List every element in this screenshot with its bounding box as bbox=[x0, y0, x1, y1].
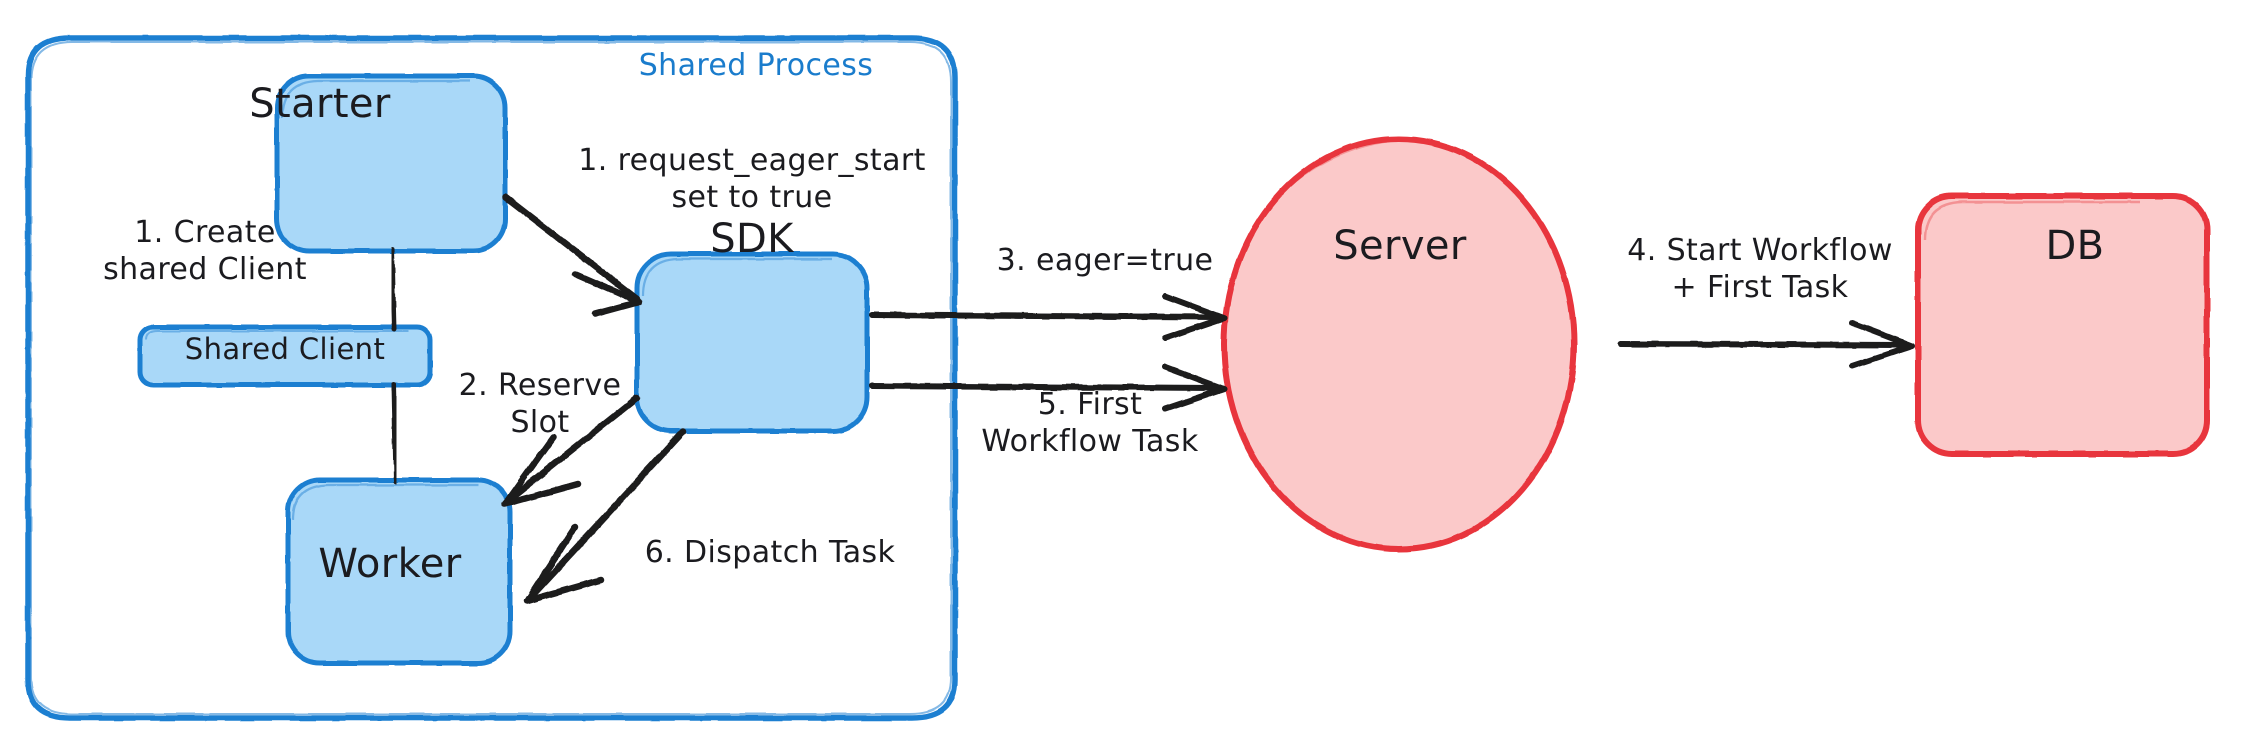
node-shared-client[interactable] bbox=[137, 324, 433, 388]
arrow-reserve-slot bbox=[501, 394, 641, 508]
node-server[interactable] bbox=[1221, 136, 1577, 552]
arrow-start-workflow-first-task bbox=[1617, 320, 1915, 369]
arrow-dispatch-task bbox=[523, 428, 687, 605]
node-db[interactable] bbox=[1915, 193, 2210, 457]
node-starter[interactable] bbox=[274, 73, 508, 254]
arrow-request-eager-start bbox=[501, 193, 643, 318]
node-worker[interactable] bbox=[285, 477, 513, 666]
arrow-first-workflow-task bbox=[869, 364, 1227, 412]
arrow-eager-true bbox=[869, 293, 1227, 341]
shared-process-container bbox=[25, 35, 958, 721]
node-sdk[interactable] bbox=[634, 251, 870, 434]
connector-starter-sharedclient-worker bbox=[389, 246, 399, 485]
